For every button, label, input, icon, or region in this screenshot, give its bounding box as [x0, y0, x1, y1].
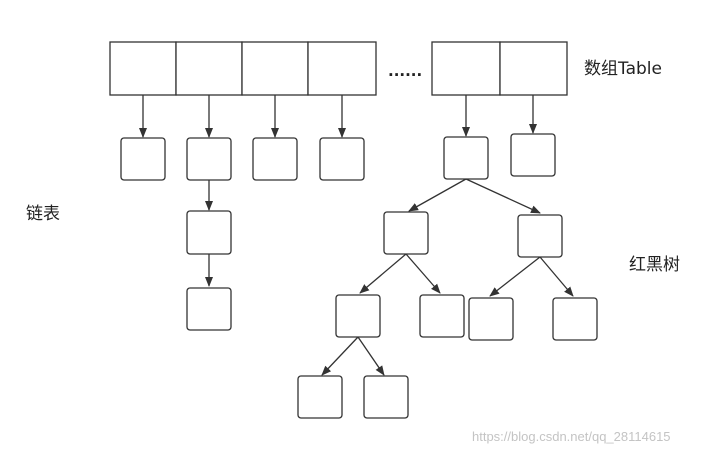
arrow [321, 336, 359, 376]
bucket-node [319, 137, 365, 181]
tree-node [517, 214, 563, 258]
tree-node [363, 375, 409, 419]
list-node [186, 287, 232, 331]
bucket-node [186, 137, 232, 181]
tree-node [419, 294, 465, 338]
list-node [186, 210, 232, 255]
array-table-left [109, 41, 377, 96]
array-cell [109, 41, 177, 96]
watermark-url: https://blog.csdn.net/qq_28114615 [472, 429, 671, 444]
arrow [489, 256, 541, 297]
arrow [405, 253, 441, 294]
arrow [359, 253, 407, 294]
arrow [357, 336, 385, 376]
bucket-nodes [120, 133, 556, 181]
tree-node [552, 297, 598, 341]
bucket-node [252, 137, 298, 181]
bucket-arrows [139, 95, 537, 138]
arrow [408, 178, 467, 212]
array-cell [175, 41, 243, 96]
bucket-node [120, 137, 166, 181]
bucket-node [510, 133, 556, 177]
tree-root-node [443, 136, 489, 180]
tree-node [297, 375, 343, 419]
tree-edges [321, 178, 574, 376]
linked-list-chain [186, 180, 232, 331]
tree-nodes [297, 211, 598, 419]
tree-node [383, 211, 429, 255]
linked-list-label: 链表 [26, 204, 60, 224]
array-cell [241, 41, 309, 96]
array-cell [307, 41, 377, 96]
tree-node [335, 294, 381, 338]
arrow [539, 256, 574, 297]
array-table-right [431, 41, 568, 96]
arrow [465, 178, 541, 214]
array-ellipsis: ...... [388, 62, 423, 80]
array-cell [499, 41, 568, 96]
array-cell [431, 41, 501, 96]
array-table-label: 数组Table [584, 59, 662, 79]
red-black-tree-label: 红黑树 [629, 255, 680, 275]
tree-node [468, 297, 514, 341]
